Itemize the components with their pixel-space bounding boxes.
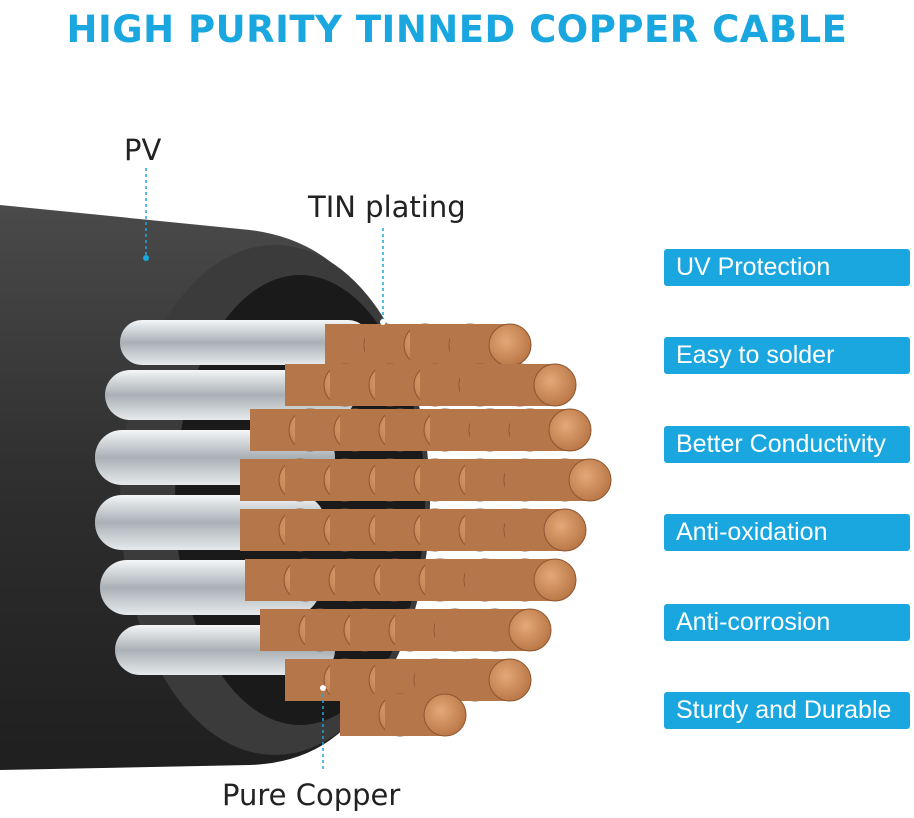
copper-strand-end bbox=[423, 693, 467, 737]
feature-better-conductivity: Better Conductivity bbox=[664, 426, 910, 463]
copper-strand-end bbox=[548, 408, 592, 452]
feature-sturdy-durable: Sturdy and Durable bbox=[664, 692, 910, 729]
copper-ends bbox=[240, 323, 612, 737]
pure-copper-label: Pure Copper bbox=[222, 778, 401, 812]
copper-strand-end bbox=[508, 608, 552, 652]
tin-plating-label: TIN plating bbox=[308, 190, 466, 224]
copper-strand-end bbox=[533, 363, 577, 407]
copper-strand-end bbox=[568, 458, 612, 502]
feature-anti-corrosion: Anti-corrosion bbox=[664, 604, 910, 641]
feature-anti-oxidation: Anti-oxidation bbox=[664, 514, 910, 551]
page-title: HIGH PURITY TINNED COPPER CABLE bbox=[66, 8, 848, 51]
copper-strand-end bbox=[488, 323, 532, 367]
feature-uv-protection: UV Protection bbox=[664, 249, 910, 286]
copper-strand-end bbox=[533, 558, 577, 602]
pv-label: PV bbox=[124, 133, 162, 167]
copper-strand-end bbox=[543, 508, 587, 552]
copper-strand-end bbox=[488, 658, 532, 702]
feature-easy-to-solder: Easy to solder bbox=[664, 337, 910, 374]
